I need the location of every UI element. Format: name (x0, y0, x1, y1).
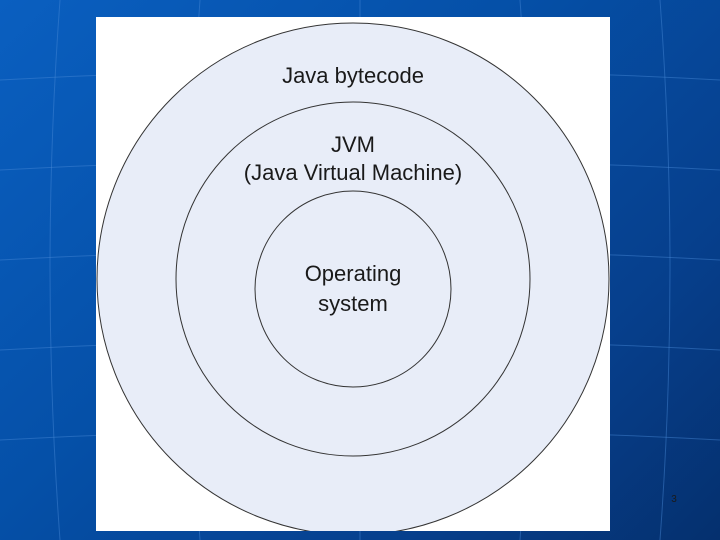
concentric-rings (96, 22, 610, 531)
middle-ring-label: JVM (Java Virtual Machine) (96, 131, 610, 187)
inner-circle-label-line1: Operating (304, 261, 402, 286)
outer-ring-label-text: Java bytecode (282, 63, 424, 88)
inner-circle (254, 190, 452, 388)
diagram-panel: Java bytecode JVM (Java Virtual Machine)… (96, 17, 610, 531)
inner-circle-label-line2: system (318, 291, 388, 316)
outer-ring-label: Java bytecode (96, 63, 610, 89)
inner-circle-label: Operating system (96, 259, 610, 319)
middle-ring-label-line2: (Java Virtual Machine) (243, 160, 463, 185)
middle-ring-label-line1: JVM (331, 132, 375, 157)
slide-number: 3 (671, 494, 677, 505)
